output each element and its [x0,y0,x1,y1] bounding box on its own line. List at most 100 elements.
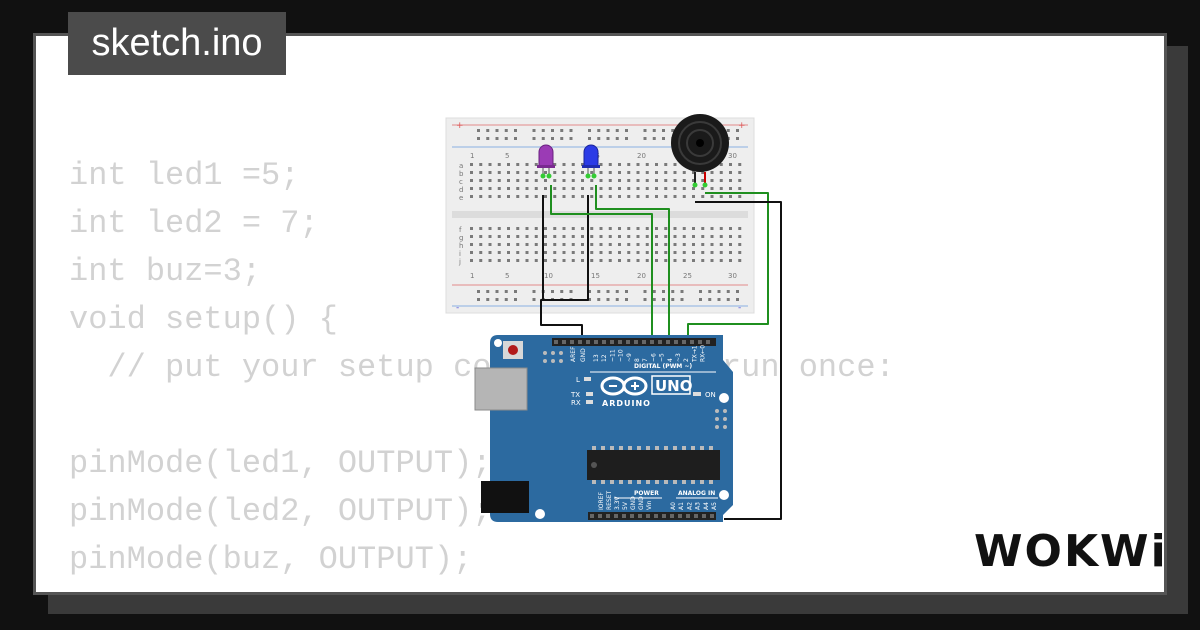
on-led [693,392,701,396]
breadboard-hole [719,227,723,230]
breadboard-hole [729,163,732,166]
header-pin [686,514,690,518]
pin-label: A0 [670,502,677,510]
breadboard-hole [671,129,675,132]
breadboard-hole [692,243,695,246]
usb-port [474,367,528,411]
wire-led2-pin7[interactable] [595,185,670,342]
breadboard-hole [590,227,594,230]
breadboard-hole [692,235,695,238]
chip-pin [610,446,614,450]
breadboard-hole [495,298,499,301]
code-preview: int led1 =5;int led2 = 7;int buz=3;void … [69,152,895,584]
wire-led1-pin5[interactable] [550,185,653,342]
column-number: 1 [470,272,474,280]
breadboard-hole [479,179,483,182]
header-pin [562,340,566,344]
pin-label: A1 [678,502,685,510]
breadboard-hole [729,227,732,230]
breadboard-hole [701,179,705,182]
breadboard-hole [738,259,742,262]
chip-pin [592,446,596,450]
breadboard-hole [682,243,686,246]
breadboard-hole [525,243,529,246]
breadboard-hole [682,259,686,262]
breadboard-hole [729,171,732,174]
project-title[interactable]: sketch.ino [68,12,286,75]
breadboard-hole [553,227,557,230]
breadboard-hole [701,235,705,238]
breadboard-hole [664,259,668,262]
breadboard-hole [507,195,510,198]
row-letter: d [459,186,463,194]
row-letter: i [459,250,461,258]
breadboard-hole [571,235,575,238]
pin-label: A4 [703,502,710,510]
led2[interactable] [582,144,600,179]
wokwi-logo[interactable]: WOKWi [974,526,1168,577]
analog-label: ANALOG IN [678,490,715,497]
header-pin [654,514,658,518]
pin-label: 8 [634,358,641,362]
breadboard-hole [627,235,631,238]
breadboard-hole [507,171,510,174]
chip-pin [709,480,713,484]
breadboard-hole [643,129,647,132]
breadboard-hole [673,235,677,238]
chip-pin [646,446,650,450]
svg-text:+: + [456,121,464,131]
breadboard-hole [664,227,668,230]
breadboard-hole [664,251,668,254]
row-letter: f [459,226,462,234]
column-number: 1 [470,152,474,160]
breadboard-hole [636,195,640,198]
breadboard-hole [532,298,536,301]
reset-button[interactable] [508,345,518,355]
breadboard-hole [544,171,547,174]
breadboard-hole [673,163,677,166]
breadboard-hole [615,129,619,132]
breadboard-hole [516,179,520,182]
wire-buzzer-gnd[interactable] [695,201,782,520]
breadboard-hole [625,137,628,140]
breadboard-hole [544,251,547,254]
breadboard-hole [618,251,621,254]
header-pin [586,340,590,344]
breadboard-hole [516,163,520,166]
breadboard-hole [488,235,492,238]
breadboard-hole [553,179,557,182]
breadboard-hole [615,298,619,301]
breadboard-hole [655,227,658,230]
breadboard-hole [682,179,686,182]
header-pin [650,340,654,344]
breadboard-hole [645,243,649,246]
breadboard-hole [553,243,557,246]
breadboard-hole [673,171,677,174]
breadboard-hole [618,171,621,174]
breadboard-hole [479,227,483,230]
code-line: void setup() { [69,301,338,338]
breadboard-hole [608,179,612,182]
breadboard-hole [729,187,732,190]
breadboard-hole [553,259,557,262]
breadboard-hole [738,179,742,182]
buzzer[interactable] [671,114,729,188]
pin-label: ~3 [675,353,682,362]
breadboard-hole [729,259,732,262]
breadboard-hole [507,163,510,166]
wire-gnd-board[interactable] [540,299,583,342]
breadboard-hole [516,243,520,246]
wire-led2-gnd[interactable] [568,195,589,301]
breadboard-hole [710,243,714,246]
breadboard-hole [525,227,529,230]
wire-buzzer-pin3[interactable] [687,192,769,342]
led1[interactable] [537,144,555,179]
header-pin [626,340,630,344]
breadboard-hole [569,129,573,132]
breadboard-hole [701,187,705,190]
breadboard-hole [590,259,594,262]
breadboard-hole [719,163,723,166]
breadboard-hole [608,171,612,174]
